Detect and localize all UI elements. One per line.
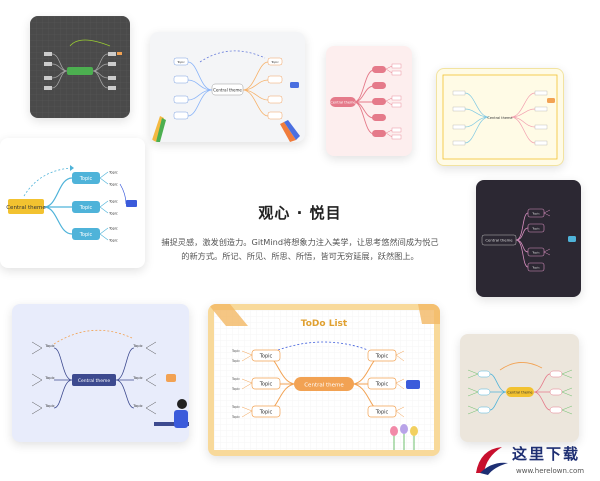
svg-text:Topic: Topic (108, 239, 118, 243)
site-watermark: 这里下载 www.herelown.com (470, 442, 598, 480)
svg-text:Topic: Topic (108, 200, 118, 204)
template-card-pink[interactable]: Central theme (326, 46, 412, 156)
svg-text:Topic: Topic (531, 227, 540, 231)
central-label: Central theme (304, 383, 344, 389)
svg-text:Central theme: Central theme (487, 116, 512, 120)
site-name: 这里下载 (512, 445, 581, 463)
central-label: Central theme (213, 88, 242, 93)
mindmap-preview (30, 16, 130, 118)
tulip-decoration (390, 424, 418, 450)
template-card-dark-grid[interactable] (30, 16, 130, 118)
svg-text:Topic: Topic (531, 251, 540, 255)
svg-text:Central theme: Central theme (485, 238, 513, 243)
svg-text:Topic: Topic (270, 60, 279, 64)
central-label: Central theme (6, 205, 46, 211)
svg-text:Central theme: Central theme (330, 101, 355, 105)
template-card-beige[interactable]: Central theme (460, 334, 579, 442)
site-logo-icon (476, 447, 508, 475)
svg-text:Topic: Topic (132, 343, 143, 348)
mindmap-preview: Central theme Topic Topic (152, 50, 300, 142)
svg-text:Topic: Topic (231, 377, 240, 381)
section-headline: 观心 · 悦目 (258, 204, 342, 222)
svg-text:Topic: Topic (531, 266, 540, 270)
svg-text:Topic: Topic (132, 403, 143, 408)
section-description-line-1: 捕捉灵感，激发创造力。GitMind将想象力注入美学，让思考悠然间成为悦己 (161, 237, 439, 247)
svg-text:Topic: Topic (259, 410, 273, 416)
svg-text:Central theme: Central theme (507, 391, 532, 395)
svg-text:Topic: Topic (231, 405, 240, 409)
svg-text:Topic: Topic (108, 171, 118, 175)
svg-text:Topic: Topic (44, 343, 55, 348)
svg-text:Topic: Topic (132, 375, 143, 380)
svg-text:Topic: Topic (531, 212, 540, 216)
svg-text:Topic: Topic (44, 403, 55, 408)
mindmap-preview: Central theme (330, 63, 402, 140)
svg-text:Topic: Topic (231, 349, 240, 353)
svg-text:Topic: Topic (176, 60, 185, 64)
svg-text:Central theme: Central theme (78, 378, 111, 384)
svg-text:Topic: Topic (79, 176, 93, 182)
svg-text:Topic: Topic (259, 382, 273, 388)
central-node (67, 67, 93, 75)
svg-text:Topic: Topic (259, 354, 273, 360)
svg-text:Topic: Topic (79, 205, 93, 211)
svg-text:Topic: Topic (231, 359, 240, 363)
mindmap-preview: Central theme (467, 362, 573, 415)
template-card-pencil[interactable]: Central theme Topic Topic (150, 32, 305, 142)
svg-text:Topic: Topic (108, 183, 118, 187)
section-description-line-2: 的新方式。所记、所见、所思、所悟，皆可无穷延展，跃然图上。 (181, 251, 419, 261)
svg-text:Topic: Topic (375, 410, 389, 416)
svg-text:Topic: Topic (231, 415, 240, 419)
svg-text:Topic: Topic (108, 227, 118, 231)
svg-text:Topic: Topic (108, 212, 118, 216)
svg-text:Topic: Topic (375, 382, 389, 388)
svg-text:Topic: Topic (375, 354, 389, 360)
mindmap-preview: Central theme Topic Topic Topic TopicTop… (6, 165, 137, 243)
svg-text:Topic: Topic (231, 387, 240, 391)
svg-text:Topic: Topic (44, 375, 55, 380)
todo-title: ToDo List (301, 319, 348, 329)
mindmap-preview: Central theme (442, 74, 558, 160)
svg-text:Topic: Topic (79, 232, 93, 238)
site-url: www.herelown.com (516, 467, 585, 475)
template-card-yellow-note[interactable]: Central theme (436, 68, 564, 166)
